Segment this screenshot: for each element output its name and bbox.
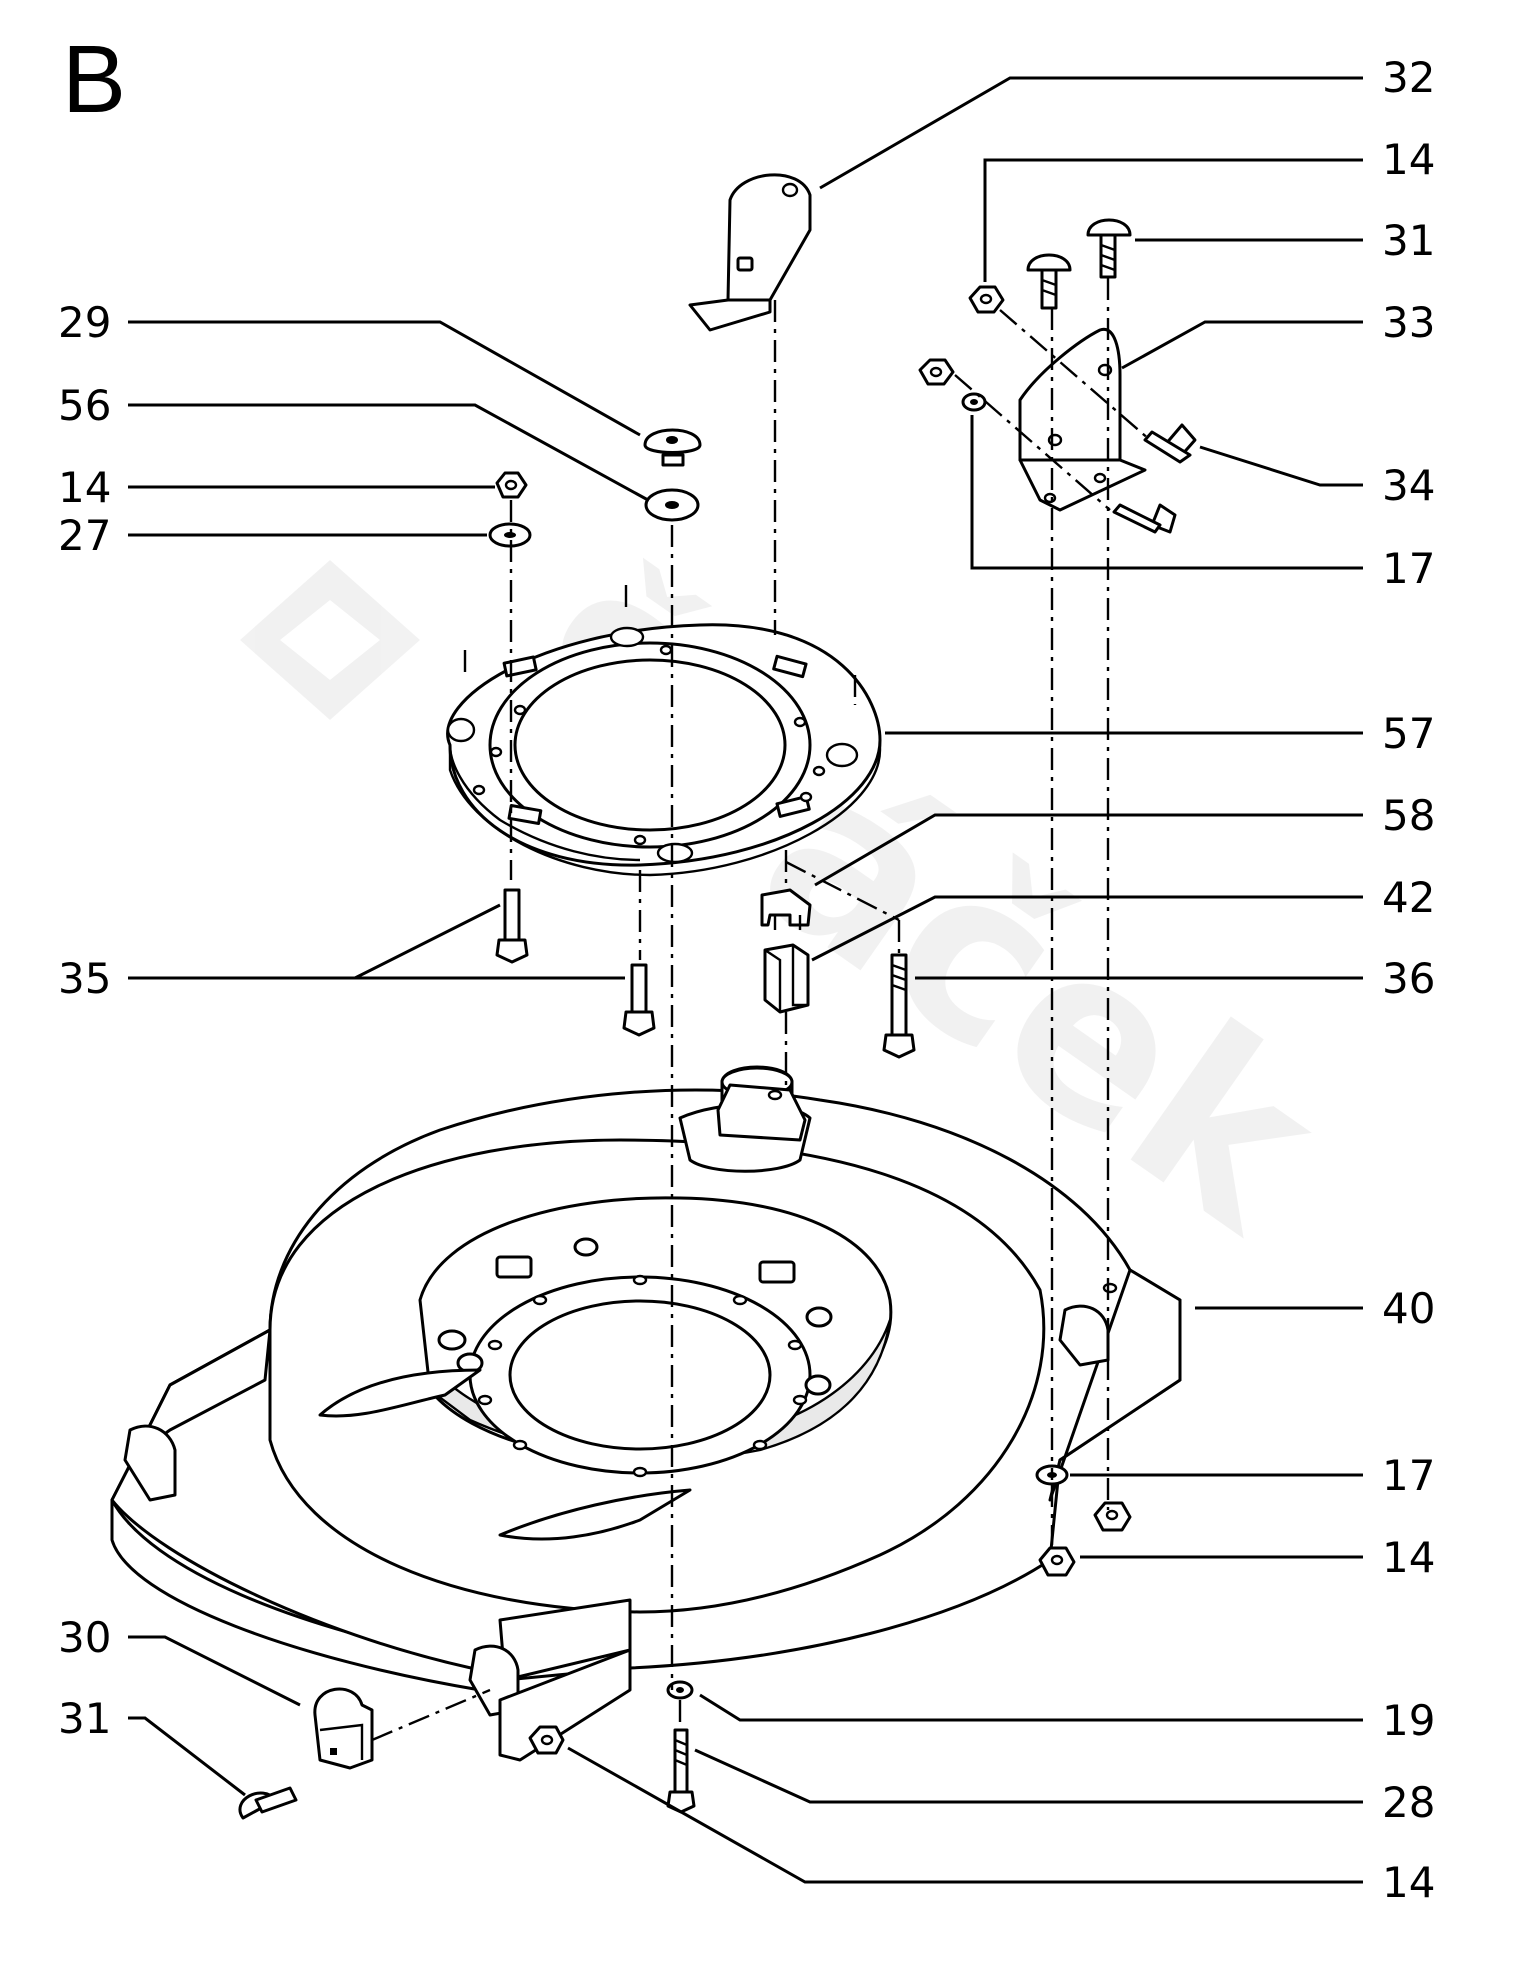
- nut-14-left: [495, 471, 528, 499]
- callout-labels: 32 14 31 33 34 17 29 56 14 27 57 58 42 3…: [58, 53, 1435, 1907]
- callout-31-lower: 31: [58, 1694, 111, 1743]
- bolt-35-left: [495, 888, 529, 964]
- assembly-axes: [371, 278, 1151, 1742]
- bolt-34-lower: [1112, 503, 1177, 534]
- bolt-34: [1143, 423, 1197, 464]
- callout-17-lower: 17: [1382, 1451, 1435, 1500]
- callout-29: 29: [58, 298, 111, 347]
- left-rear-axle-mount: [123, 1328, 272, 1502]
- switch-42: [763, 943, 810, 1014]
- deck-bosses: [437, 1237, 833, 1396]
- left-front-axle-mount: [468, 1598, 632, 1762]
- callout-33: 33: [1382, 298, 1435, 347]
- bracket-32: [688, 173, 812, 332]
- callout-56: 56: [58, 381, 111, 430]
- callout-32: 32: [1382, 53, 1435, 102]
- washer-56: [644, 488, 700, 522]
- callout-42: 42: [1382, 873, 1435, 922]
- leader-lines: [128, 76, 1363, 1884]
- callout-35: 35: [58, 954, 111, 1003]
- cap-29: [643, 428, 702, 467]
- clip-30: [313, 1687, 374, 1770]
- nut-14-top: [968, 285, 1005, 314]
- callout-40: 40: [1382, 1284, 1435, 1333]
- bolt-28: [666, 1728, 696, 1814]
- nut-14-bottom-left: [528, 1725, 565, 1755]
- callout-14-bottom: 14: [1382, 1858, 1435, 1907]
- callout-19: 19: [1382, 1696, 1435, 1745]
- adapter-plate-holes: [446, 626, 859, 864]
- nut-14-lower-mid: [1038, 1546, 1076, 1577]
- watermark-logo-icon: [240, 560, 420, 720]
- callout-31-top: 31: [1382, 216, 1435, 265]
- callout-57: 57: [1382, 709, 1435, 758]
- section-letter: B: [62, 26, 126, 133]
- callout-36: 36: [1382, 954, 1435, 1003]
- clip-58: [760, 888, 812, 930]
- deck-flange-holes: [477, 1274, 808, 1478]
- bolt-36: [882, 953, 916, 1059]
- nut-14-bracket33: [918, 358, 955, 386]
- mower-deck: [110, 1065, 1182, 1762]
- carriage-bolt-31-top: [1086, 218, 1132, 279]
- bolt-35-right: [622, 963, 656, 1037]
- washer-19: [666, 1680, 694, 1700]
- deck-switch-boss: [716, 1083, 807, 1142]
- callout-34: 34: [1382, 461, 1435, 510]
- callout-28: 28: [1382, 1778, 1435, 1827]
- carriage-bolt-31-lower: [238, 1786, 298, 1820]
- callout-58: 58: [1382, 791, 1435, 840]
- adapter-plate-slots: [502, 654, 811, 825]
- callout-14-left: 14: [58, 463, 111, 512]
- washer-17-top: [961, 392, 987, 412]
- adapter-plate: [446, 623, 882, 877]
- carriage-bolt-31-mid: [1026, 253, 1072, 310]
- callout-27: 27: [58, 511, 111, 560]
- callout-14-lower: 14: [1382, 1533, 1435, 1582]
- callout-14-top: 14: [1382, 135, 1435, 184]
- callout-30: 30: [58, 1613, 111, 1662]
- nut-14-lower-right: [1093, 1501, 1132, 1532]
- callout-17-top: 17: [1382, 544, 1435, 593]
